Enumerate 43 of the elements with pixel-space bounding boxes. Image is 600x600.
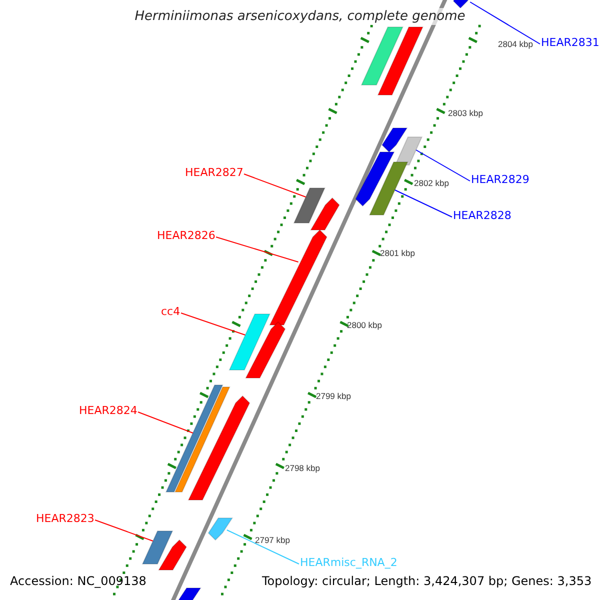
scale-label: 2804 kbp <box>498 38 533 51</box>
leader-line <box>180 312 246 336</box>
gene-label: HEAR2831 <box>541 36 600 49</box>
gene-label: HEAR2827 <box>185 166 244 179</box>
scale-label: 2797 kbp <box>255 534 290 547</box>
gene-feature <box>208 518 234 541</box>
scale-label: 2799 kbp <box>316 390 351 403</box>
info-text: Topology: circular; Length: 3,424,307 bp; Genes: 3,353 <box>262 575 592 588</box>
gene-feature <box>355 152 395 207</box>
leader-line <box>226 530 300 564</box>
gene-feature <box>244 321 286 378</box>
gene-feature <box>310 197 340 230</box>
scale-label: 2801 kbp <box>380 247 415 260</box>
gene-feature <box>165 384 224 492</box>
gene-feature <box>368 162 408 216</box>
gene-label: HEAR2826 <box>157 229 216 242</box>
leader-line <box>94 520 154 542</box>
leader-line <box>416 150 470 182</box>
leader-line <box>216 236 299 262</box>
gene-label: HEAR2828 <box>453 209 512 222</box>
gene-feature <box>360 26 404 86</box>
scale-label: 2803 kbp <box>448 107 483 120</box>
gene-feature <box>176 588 202 600</box>
gene-feature <box>293 188 326 224</box>
gene-feature <box>142 530 174 564</box>
gene-feature <box>377 26 424 96</box>
leader-line <box>394 190 452 218</box>
gene-label: HEAR2824 <box>79 404 138 417</box>
info-text: Accession: NC_009138 <box>10 575 146 588</box>
gene-feature <box>228 314 271 370</box>
gene-label: HEARmisc_RNA_2 <box>300 556 398 569</box>
gene-feature <box>269 229 328 326</box>
gene-feature <box>158 539 188 570</box>
leader-line <box>244 174 306 198</box>
gene-feature <box>174 386 230 492</box>
scale-label: 2800 kbp <box>347 319 382 332</box>
gene-feature <box>381 128 408 153</box>
gene-label: HEAR2829 <box>471 173 530 186</box>
gene-feature <box>188 395 250 500</box>
scale-label: 2798 kbp <box>285 462 320 475</box>
gene-label: cc4 <box>161 305 180 318</box>
gene-label: HEAR2823 <box>36 512 94 525</box>
scale-label: 2802 kbp <box>414 177 449 190</box>
